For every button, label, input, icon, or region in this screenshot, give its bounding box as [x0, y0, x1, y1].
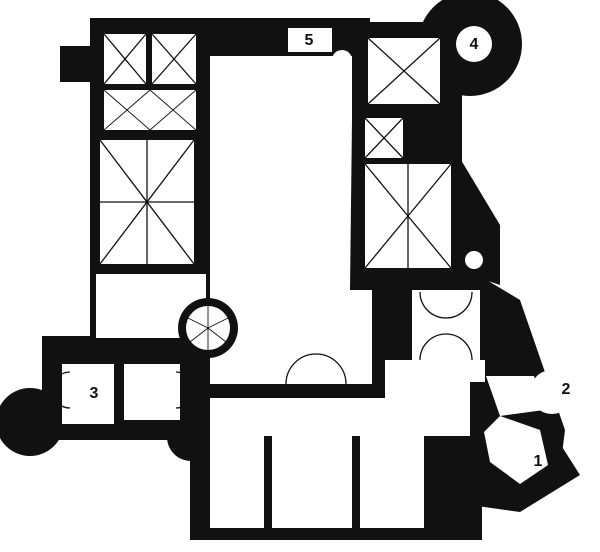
- east-passage: [385, 360, 485, 382]
- south-room-c: [360, 436, 424, 528]
- label-tower-3: 3: [90, 385, 99, 402]
- east-tower-room: [486, 376, 544, 416]
- tower-1-interior: [484, 416, 548, 484]
- tower-4-interior: [456, 26, 492, 62]
- south-gallery: [210, 380, 470, 436]
- vault-markings: [99, 33, 452, 269]
- label-tower-4: 4: [470, 36, 479, 53]
- south-room-b: [272, 436, 352, 528]
- label-tower-1: 1: [534, 453, 543, 470]
- spiral-stair: [178, 298, 238, 358]
- tower-3-round: [0, 388, 64, 456]
- small-spiral-stair: [332, 50, 483, 269]
- south-room-a: [210, 436, 264, 528]
- label-tower-2: 2: [562, 381, 571, 398]
- door-arcs: [51, 291, 473, 409]
- west-corridor: [104, 90, 196, 130]
- tower-3-room: [62, 364, 114, 424]
- courtyard: [210, 56, 372, 384]
- room-5: [288, 28, 332, 52]
- sw-room: [124, 364, 180, 420]
- small-turret: [167, 413, 215, 461]
- label-room-5: 5: [305, 32, 314, 49]
